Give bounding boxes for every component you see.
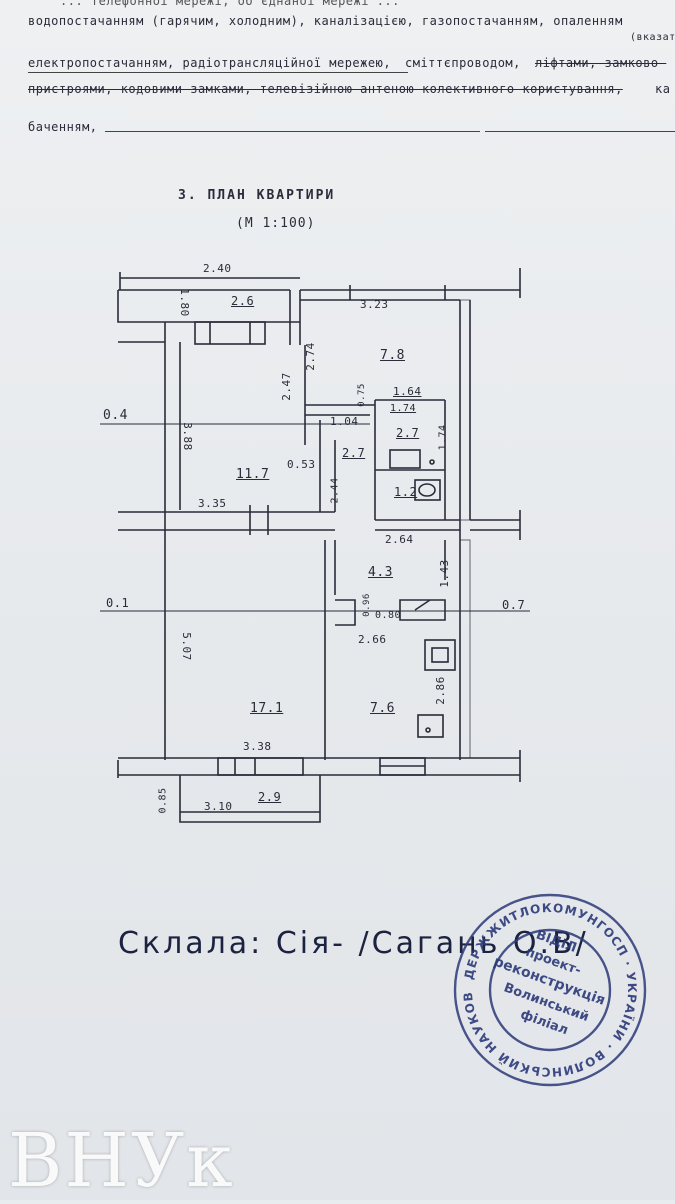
dim-label: 3.38 — [243, 740, 272, 753]
header-line-2-underline — [28, 72, 408, 73]
room-area: 11.7 — [236, 467, 270, 482]
dim-label: 1.74 — [390, 403, 417, 414]
dim-label: 3.23 — [360, 298, 389, 311]
room-area: 2.7 — [342, 446, 366, 460]
header-line-2b: сміттєпроводом, — [405, 56, 521, 70]
axis-label: 0.7 — [502, 598, 526, 612]
header-line-4-blank-1 — [105, 131, 480, 132]
room-area: 2.7 — [396, 426, 420, 440]
dim-label: 0.80 — [375, 610, 402, 621]
dim-label: 0.53 — [287, 458, 316, 471]
header-line-3-end: ка — [655, 82, 671, 96]
svg-text:ДЕРЖЖИТЛОКОМУНГОСП · УКРАЇНИ ·: ДЕРЖЖИТЛОКОМУНГОСП · УКРАЇНИ · ВОЛИНСЬКИ… — [0, 0, 638, 1079]
room-area: 1.2 — [394, 485, 418, 499]
header-line-3: пристроями, кодовими замками, телевізійн… — [28, 82, 623, 96]
header-line-0: ... телефонної мережі, об'єднаної мережі… — [60, 0, 400, 8]
header-line-1-note: (вказат — [630, 32, 675, 43]
header-line-4: баченням, — [28, 120, 98, 134]
watermark-logo: ВНУк — [8, 1118, 235, 1204]
room-area: 2.9 — [258, 790, 282, 804]
header-line-2c: ліфтами, замково- — [535, 56, 667, 70]
axis-label: 0.4 — [103, 408, 128, 423]
plan-heading: 3. ПЛАН КВАРТИРИ — [178, 188, 336, 203]
header-line-4-blank-2 — [485, 131, 675, 132]
dim-label: 2.64 — [385, 533, 414, 546]
dim-label: 1.64 — [393, 385, 422, 398]
room-area: 7.6 — [370, 701, 395, 716]
header-line-2a: електропостачанням, радіотрансляційної м… — [28, 56, 392, 70]
plan-scale: (М 1:100) — [236, 216, 316, 231]
handwritten-compiler-note: Склала: Сія- /Сагань О.В/ — [118, 926, 589, 961]
dim-label: 2.66 — [358, 633, 387, 646]
dim-label: 3.10 — [204, 800, 233, 813]
room-area: 4.3 — [368, 565, 393, 580]
dim-label: 1.04 — [330, 415, 359, 428]
axis-label: 0.1 — [106, 596, 130, 610]
dim-label: 3.35 — [198, 497, 227, 510]
room-area: 7.8 — [380, 348, 405, 363]
room-area: 17.1 — [250, 701, 284, 716]
dim-label: 2.6 — [231, 294, 255, 308]
dim-label: 2.40 — [203, 262, 232, 275]
header-line-1: водопостачанням (гарячим, холодним), кан… — [28, 14, 623, 28]
